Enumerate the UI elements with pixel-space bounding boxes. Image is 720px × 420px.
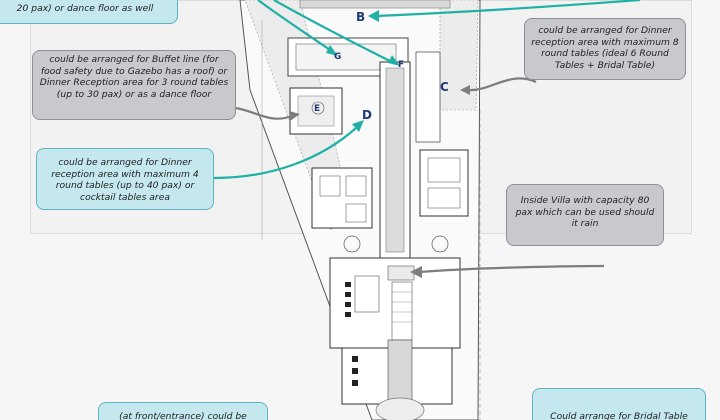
callout-front-entrance: (at front/entrance) could be	[98, 402, 268, 420]
callout-front-entrance-text: (at front/entrance) could be	[119, 411, 247, 420]
entrance-drive	[375, 397, 425, 420]
callout-bridal-table-text: Could arrange for Bridal Table	[550, 411, 688, 420]
villa-north	[419, 149, 469, 217]
area-label-f: F	[398, 60, 405, 70]
callout-dinner-c-text: could be arranged for Dinner reception a…	[531, 25, 679, 71]
callout-gazebo: could be arranged for Buffet line (for f…	[32, 50, 236, 120]
callout-bridal-table: Could arrange for Bridal Table	[532, 388, 706, 420]
callout-top-left-text: 20 pax) or dance floor as well	[16, 3, 154, 14]
callout-inside-villa: Inside Villa with capacity 80 pax which …	[506, 184, 664, 246]
top-hatch	[299, 0, 451, 9]
area-label-c: C	[440, 80, 449, 94]
area-label-d: D	[362, 108, 372, 122]
callout-top-left: 20 pax) or dance floor as well	[0, 0, 178, 24]
area-label-g: G	[334, 52, 342, 62]
area-label-e: E	[314, 104, 321, 114]
deck-c	[415, 51, 441, 143]
callout-dinner-c: could be arranged for Dinner reception a…	[524, 18, 686, 80]
callout-inside-villa-text: Inside Villa with capacity 80 pax which …	[515, 195, 655, 229]
area-label-b: B	[356, 10, 366, 24]
callout-dinner-d-text: could be arranged for Dinner reception a…	[51, 157, 199, 203]
villa-west	[311, 167, 373, 229]
callout-gazebo-text: could be arranged for Buffet line (for f…	[39, 54, 229, 100]
callout-dinner-d: could be arranged for Dinner reception a…	[36, 148, 214, 210]
teal-arrows	[213, 0, 641, 180]
